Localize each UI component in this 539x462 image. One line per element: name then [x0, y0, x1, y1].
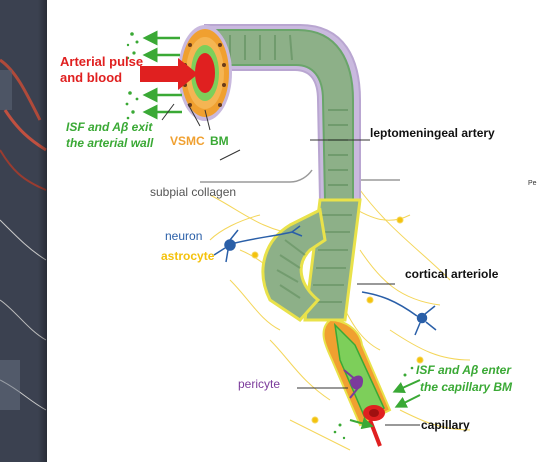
pericyte-label: pericyte	[238, 377, 280, 391]
bm-label: BM	[210, 134, 229, 148]
astrocyte-label: astrocyte	[161, 249, 215, 263]
cortical-arteriole-label: cortical arteriole	[405, 267, 499, 281]
neuron-label: neuron	[165, 229, 202, 243]
isf-exit-dots	[126, 32, 139, 119]
edge-text-fragment: Pe	[528, 180, 537, 187]
pial-surface-line-left	[200, 170, 312, 182]
isf-exit-label-line1: ISF and Aβ exit	[66, 120, 153, 134]
cortical-arteriole-shape	[263, 200, 360, 320]
arterial-pulse-label-line1: Arterial pulse	[60, 54, 143, 69]
vsmc-label: VSMC	[170, 134, 205, 148]
subpial-collagen-label: subpial collagen	[150, 185, 236, 199]
isf-enter-label-line2: the capillary BM	[420, 380, 513, 394]
arterial-pulse-label-line2: and blood	[60, 70, 122, 85]
isf-enter-label-line1: ISF and Aβ enter	[416, 363, 512, 377]
capillary-label: capillary	[421, 418, 470, 432]
leptomeningeal-artery-label: leptomeningeal artery	[370, 126, 495, 140]
isf-exit-label-line2: the arterial wall	[66, 136, 154, 150]
